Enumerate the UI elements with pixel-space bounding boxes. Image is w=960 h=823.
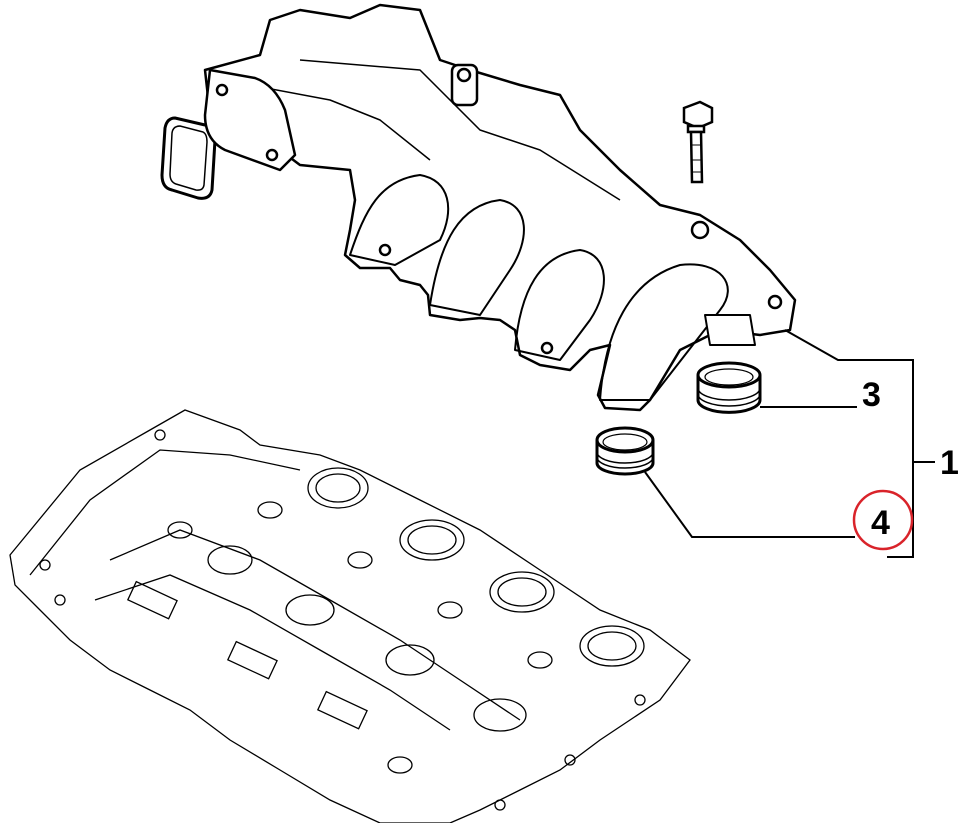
callout-label-3[interactable]: 3: [862, 376, 881, 414]
leader-lines: [644, 329, 935, 558]
seal-ring-4: [595, 426, 655, 476]
intake-manifold: [160, 3, 797, 412]
leader-line-4: [644, 471, 855, 538]
cylinder-head: [9, 409, 691, 823]
callout-label-4[interactable]: 4: [871, 504, 890, 542]
cam-bores: [167, 467, 645, 774]
callout-label-1[interactable]: 1: [940, 444, 959, 482]
bolt: [682, 100, 714, 184]
highlight-circle-4: [852, 489, 914, 551]
leader-line-1-bracket: [784, 329, 914, 558]
seal-ring-3: [696, 361, 762, 414]
